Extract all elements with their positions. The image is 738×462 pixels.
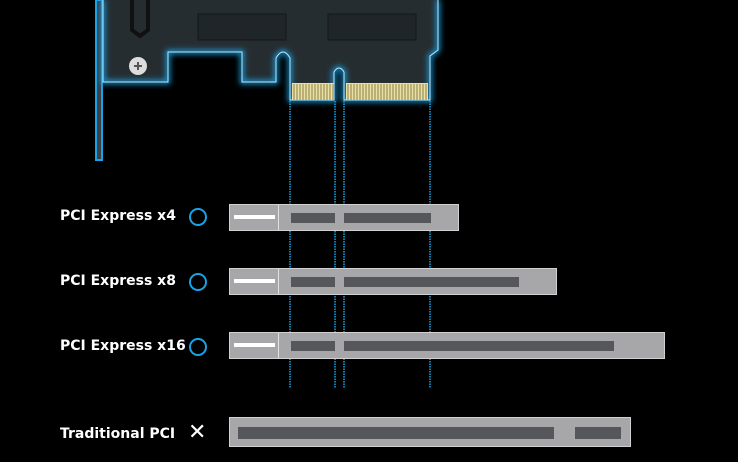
chip-pad xyxy=(327,13,417,41)
row-label-pci: Traditional PCI xyxy=(60,426,176,442)
slot-pcie-x4 xyxy=(229,204,459,231)
circle-icon xyxy=(189,208,207,226)
circle-icon xyxy=(189,273,207,291)
slot-traditional-pci xyxy=(229,417,631,447)
slot-pcie-x16 xyxy=(229,332,665,359)
slot-pcie-x8 xyxy=(229,268,557,295)
alignment-guides xyxy=(289,101,431,388)
circle-icon xyxy=(189,338,207,356)
row-label-x4: PCI Express x4 xyxy=(60,208,176,224)
gold-contacts xyxy=(292,83,428,100)
chip-pad xyxy=(197,13,287,41)
row-label-x16: PCI Express x16 xyxy=(60,338,186,354)
cross-icon: ✕ xyxy=(188,420,207,445)
row-label-x8: PCI Express x8 xyxy=(60,273,176,289)
